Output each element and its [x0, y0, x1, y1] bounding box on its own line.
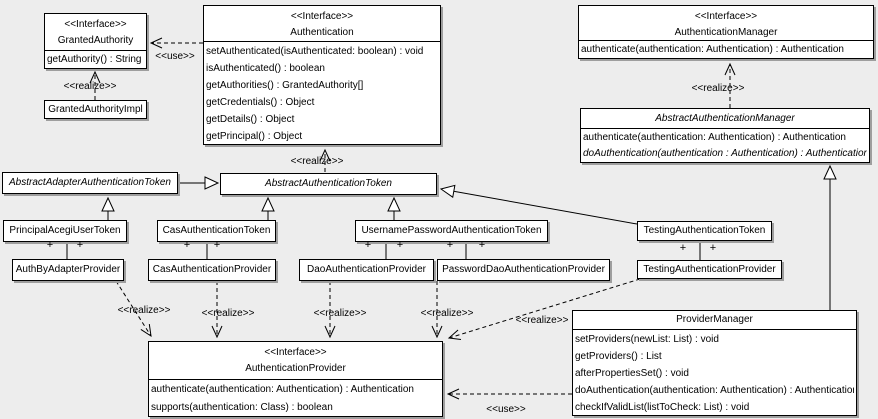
class-abstract-authentication-token[interactable]: AbstractAuthenticationToken	[220, 173, 437, 195]
method: doAuthentication(authentication: Authent…	[575, 385, 854, 396]
method: setProviders(newList: List) : void	[575, 334, 719, 345]
multiplicity-plus: +	[364, 239, 372, 251]
realize-label: <<realize>>	[515, 315, 569, 326]
method: setAuthenticated(isAuthenticated: boolea…	[206, 46, 424, 57]
class-name: ProviderManager	[573, 311, 856, 330]
class-name: CasAuthenticationToken	[162, 225, 271, 236]
use-label: <<use>>	[486, 404, 526, 415]
method: getProviders() : List	[575, 351, 662, 362]
realize-label: <<realize>>	[117, 305, 171, 316]
method: authenticate(authentication: Authenticat…	[581, 44, 844, 55]
use-label: <<use>>	[155, 51, 195, 62]
method-compartment: authenticate(authentication: Authenticat…	[149, 380, 442, 416]
realize-label: <<realize>>	[313, 308, 367, 319]
multiplicity-plus: +	[76, 239, 84, 251]
realize-label: <<realize>>	[691, 83, 745, 94]
class-provider-manager[interactable]: ProviderManager setProviders(newList: Li…	[572, 310, 857, 416]
class-name: PrincipalAcegiUserToken	[9, 225, 121, 236]
method: getCredentials() : Object	[206, 97, 315, 108]
class-name: GrantedAuthorityImpl	[48, 104, 143, 115]
method-compartment: authenticate(authentication: Authenticat…	[579, 41, 873, 57]
class-header: <<Interface>> Authentication	[204, 6, 440, 42]
class-principal-acegi-user-token[interactable]: PrincipalAcegiUserToken	[3, 220, 127, 242]
class-authentication-provider[interactable]: <<Interface>> AuthenticationProvider aut…	[148, 341, 443, 417]
multiplicity-plus: +	[213, 239, 221, 251]
method: doAuthentication(authentication : Authen…	[583, 148, 867, 159]
class-cas-authentication-token[interactable]: CasAuthenticationToken	[157, 220, 276, 242]
class-testing-authentication-provider[interactable]: TestingAuthenticationProvider	[637, 260, 782, 279]
class-testing-authentication-token[interactable]: TestingAuthenticationToken	[637, 221, 772, 241]
class-granted-authority[interactable]: <<Interface>> GrantedAuthority getAuthor…	[44, 13, 147, 69]
class-name: TestingAuthenticationProvider	[643, 264, 776, 275]
class-header: <<Interface>> AuthenticationProvider	[149, 342, 442, 380]
stereotype-label: <<Interface>>	[64, 19, 127, 30]
method: authenticate(authentication: Authenticat…	[583, 132, 846, 143]
class-header: <<Interface>> GrantedAuthority	[45, 14, 146, 51]
multiplicity-plus: +	[46, 239, 54, 251]
class-abstract-adapter-authentication-token[interactable]: AbstractAdapterAuthenticationToken	[2, 172, 178, 194]
class-dao-authentication-provider[interactable]: DaoAuthenticationProvider	[299, 259, 434, 281]
class-name: AuthenticationManager	[674, 27, 778, 38]
method: authenticate(authentication: Authenticat…	[151, 384, 414, 395]
method-compartment: getAuthority() : String	[45, 51, 146, 68]
realize-label: <<realize>>	[201, 308, 255, 319]
class-authentication[interactable]: <<Interface>> Authentication setAuthenti…	[203, 5, 441, 145]
class-granted-authority-impl[interactable]: GrantedAuthorityImpl	[44, 100, 147, 119]
realize-label: <<realize>>	[63, 81, 117, 92]
method: supports(authentication: Class) : boolea…	[151, 401, 333, 413]
class-authentication-manager[interactable]: <<Interface>> AuthenticationManager auth…	[578, 5, 874, 59]
class-name: CasAuthenticationProvider	[152, 264, 272, 275]
stereotype-label: <<Interface>>	[290, 11, 354, 22]
class-name: UsernamePasswordAuthenticationToken	[361, 225, 542, 236]
method: getAuthority() : String	[47, 54, 142, 65]
method: getPrincipal() : Object	[206, 131, 303, 142]
multiplicity-plus: +	[709, 242, 717, 254]
class-name: AuthByAdapterProvider	[15, 264, 121, 275]
multiplicity-plus: +	[478, 239, 486, 251]
class-name: PasswordDaoAuthenticationProvider	[442, 264, 605, 275]
class-abstract-authentication-manager[interactable]: AbstractAuthenticationManager authentica…	[580, 108, 870, 163]
method-compartment: setProviders(newList: List) : void getPr…	[573, 330, 856, 415]
method-compartment: setAuthenticated(isAuthenticated: boolea…	[204, 42, 440, 144]
multiplicity-plus: +	[679, 242, 687, 254]
multiplicity-plus: +	[183, 239, 191, 251]
class-header: <<Interface>> AuthenticationManager	[579, 6, 873, 41]
multiplicity-plus: +	[446, 239, 454, 251]
method-compartment: authenticate(authentication: Authenticat…	[581, 129, 869, 162]
class-name: AbstractAdapterAuthenticationToken	[9, 177, 171, 188]
class-name: DaoAuthenticationProvider	[307, 264, 426, 275]
method: getDetails() : Object	[206, 114, 295, 125]
class-name: AuthenticationProvider	[245, 363, 346, 374]
class-name: AbstractAuthenticationManager	[581, 109, 869, 129]
class-name: Authentication	[290, 27, 354, 38]
class-name: AbstractAuthenticationToken	[265, 178, 392, 189]
realize-label: <<realize>>	[290, 156, 344, 167]
class-name: GrantedAuthority	[57, 35, 134, 46]
class-password-dao-authentication-provider[interactable]: PasswordDaoAuthenticationProvider	[437, 259, 610, 281]
method: afterPropertiesSet() : void	[575, 368, 689, 379]
realize-label: <<realize>>	[420, 308, 474, 319]
multiplicity-plus: +	[396, 239, 404, 251]
method: checkIfValidList(listToCheck: List) : vo…	[575, 402, 750, 413]
class-name: TestingAuthenticationToken	[643, 225, 766, 236]
method: isAuthenticated() : boolean	[206, 63, 325, 74]
stereotype-label: <<Interface>>	[264, 347, 327, 358]
class-cas-authentication-provider[interactable]: CasAuthenticationProvider	[148, 259, 276, 281]
class-username-password-authentication-token[interactable]: UsernamePasswordAuthenticationToken	[355, 220, 548, 242]
stereotype-label: <<Interface>>	[694, 11, 758, 22]
class-auth-by-adapter-provider[interactable]: AuthByAdapterProvider	[12, 259, 124, 281]
method: getAuthorities() : GrantedAuthority[]	[206, 80, 364, 91]
